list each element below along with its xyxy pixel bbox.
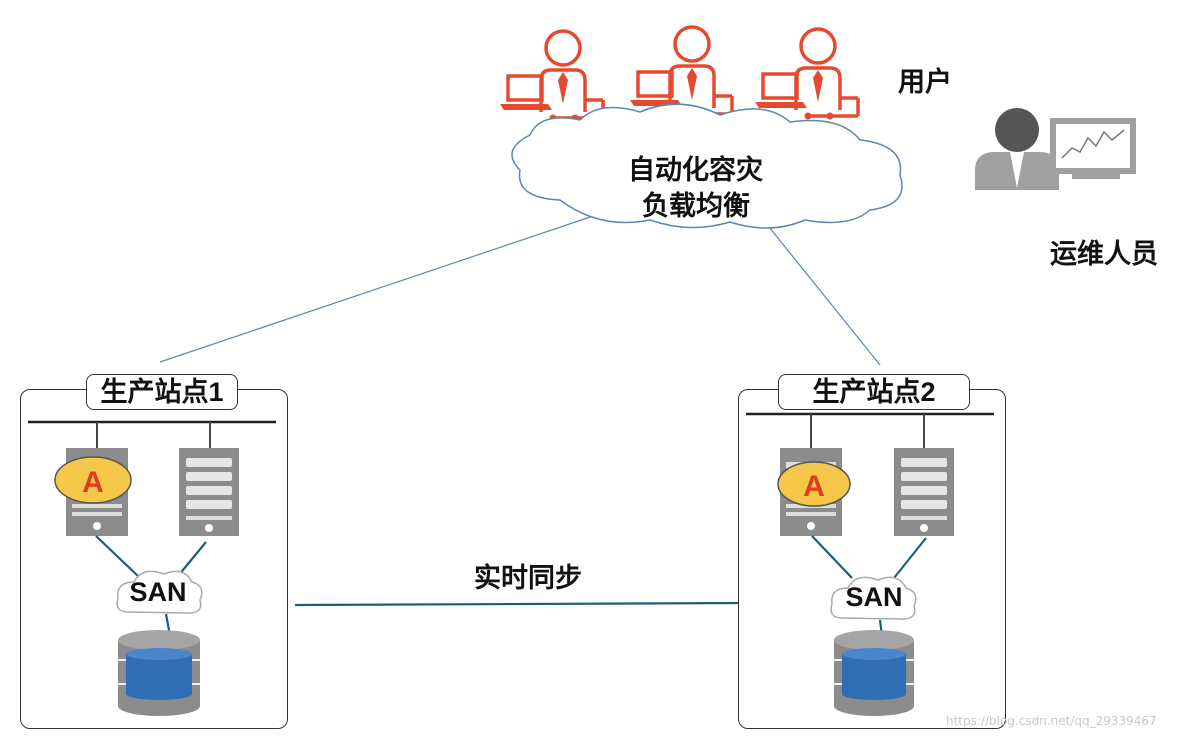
operator-icon <box>975 108 1059 190</box>
ops-label: 运维人员 <box>1050 239 1158 269</box>
cloud-to-site1-line <box>159 211 606 363</box>
svg-text:A: A <box>82 466 104 499</box>
site1-title: 生产站点1 <box>86 374 238 410</box>
svg-text:A: A <box>803 470 825 503</box>
server-icon <box>179 448 239 536</box>
san-cloud: SAN <box>830 576 917 620</box>
app-badge: A <box>777 461 851 507</box>
app-badge: A <box>54 456 132 504</box>
svg-text:SAN: SAN <box>845 582 902 612</box>
users-label: 用户 <box>898 67 952 97</box>
sync-line <box>294 601 741 607</box>
cloud-to-site2-line <box>764 221 881 366</box>
monitor-icon <box>1050 118 1136 179</box>
site2-title: 生产站点2 <box>778 374 970 410</box>
watermark: https://blog.csdn.net/qq_29339467 <box>946 714 1157 728</box>
sync-label: 实时同步 <box>474 563 582 593</box>
database-icon <box>118 630 200 716</box>
server-icon <box>894 448 954 536</box>
database-icon <box>834 630 914 716</box>
san-cloud: SAN <box>116 570 203 614</box>
svg-text:SAN: SAN <box>129 577 186 607</box>
cloud-label-line1: 自动化容灾 <box>628 155 763 185</box>
cloud-label-line2: 负载均衡 <box>642 191 750 221</box>
